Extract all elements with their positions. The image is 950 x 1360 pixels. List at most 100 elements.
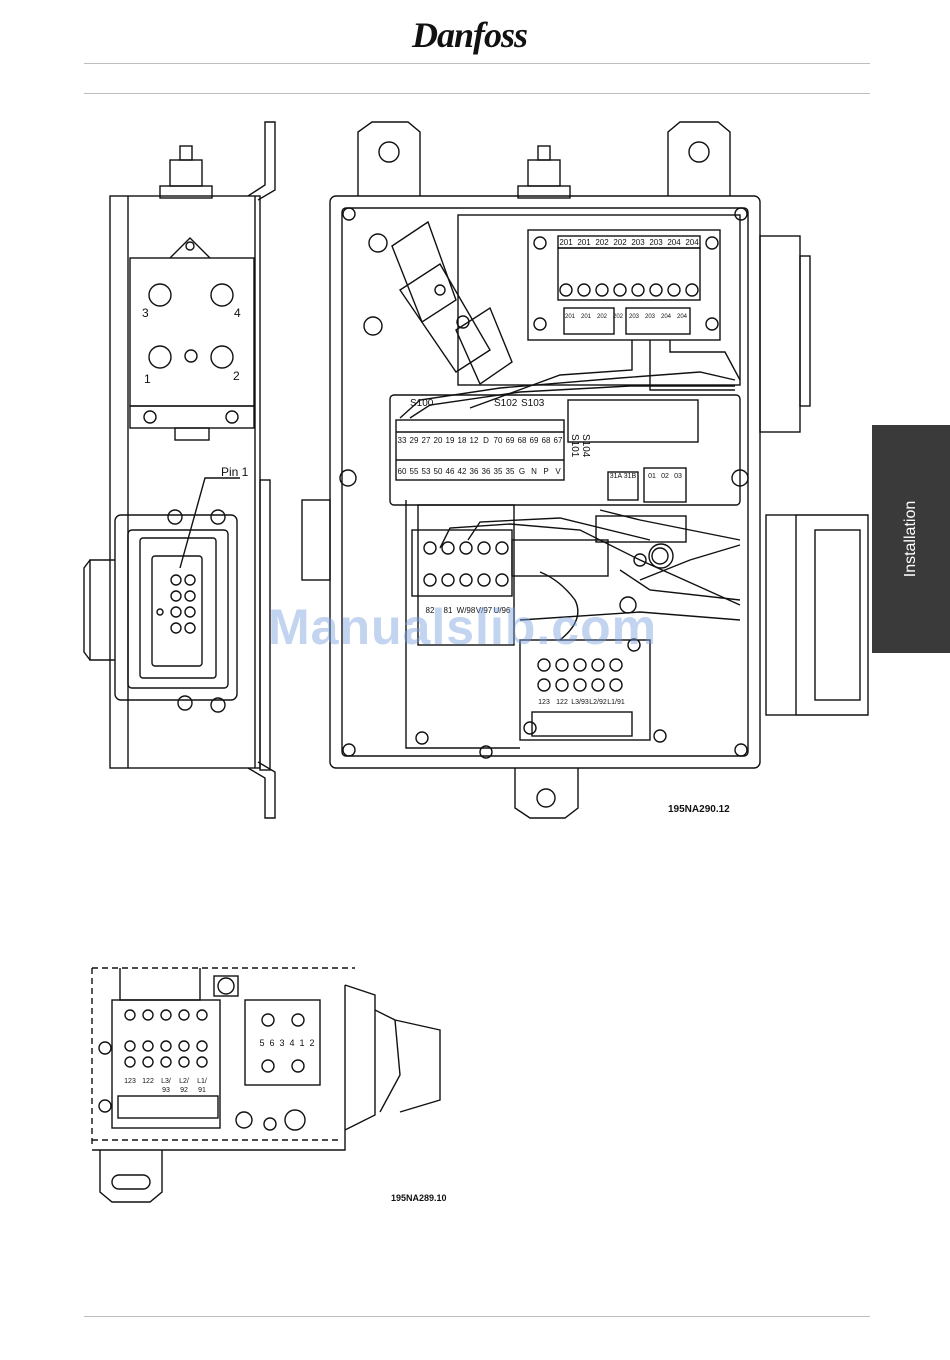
upper-terminal-small-labels: 201 201 202 202 203 203 204 204 <box>565 314 688 320</box>
control-terminal-label: 20 <box>434 436 443 445</box>
terminal-label: 201 <box>577 238 591 247</box>
switch-label-s104: S104 <box>580 434 591 458</box>
footer-divider <box>84 1316 870 1317</box>
mains-terminal-label: 123 <box>538 699 550 706</box>
control-terminal-label: 36 <box>470 467 479 476</box>
connector-label-2: 2 <box>233 369 240 383</box>
relay-terminal-label: 03 <box>674 473 682 480</box>
switch-label: 3 <box>279 1038 284 1048</box>
control-terminal-label: P <box>543 467 548 476</box>
control-terminal-label: 18 <box>458 436 467 445</box>
mains-terminal-label: L1/91 <box>607 699 625 706</box>
control-terminal-label: 29 <box>410 436 419 445</box>
control-terminal-label: 36 <box>482 467 491 476</box>
switch-label-s103: S103 <box>521 398 545 409</box>
switch-label: 4 <box>289 1038 294 1048</box>
side-view-enclosure <box>83 121 276 819</box>
terminal-label: L3/ <box>161 1078 171 1085</box>
terminal-label: 203 <box>629 314 640 320</box>
switch-label: 6 <box>269 1038 274 1048</box>
switch-label: 5 <box>259 1038 264 1048</box>
control-terminal-label: N <box>531 467 537 476</box>
terminal-label: 204 <box>667 238 681 247</box>
pin-label: Pin 1 <box>221 465 249 479</box>
switch-label-s101: S101 <box>569 434 580 458</box>
mains-terminal-label: 122 <box>556 699 568 706</box>
upper-terminal-block <box>557 235 701 335</box>
motor-terminal-screws <box>423 541 623 692</box>
connector-label-4: 4 <box>234 306 241 320</box>
control-terminal-label: 46 <box>446 467 455 476</box>
watermark: Manualslib.com <box>268 599 658 655</box>
control-terminal-label: 12 <box>470 436 479 445</box>
terminal-label: 204 <box>685 238 699 247</box>
control-terminal-label: 42 <box>458 467 467 476</box>
control-terminal-label: 35 <box>494 467 503 476</box>
control-terminal-label: 35 <box>506 467 515 476</box>
front-view-enclosure <box>301 121 869 819</box>
control-terminal-label: 27 <box>422 436 431 445</box>
terminal-label: 122 <box>142 1078 154 1085</box>
motor-terminal-label: 82 <box>426 606 435 615</box>
control-terminal-label: 53 <box>422 467 431 476</box>
control-terminal-label: 50 <box>434 467 443 476</box>
motor-terminal-label: W/98 <box>457 606 476 615</box>
control-terminal-label: 68 <box>542 436 551 445</box>
terminal-label: 202 <box>597 314 608 320</box>
connector-label-3: 3 <box>142 306 149 320</box>
bottom-terminal-labels-bottom: 93 92 91 <box>162 1087 206 1094</box>
mains-terminal-label: L2/92 <box>589 699 607 706</box>
terminal-label: L2/ <box>179 1078 189 1085</box>
motor-terminal-label: V/97 <box>476 606 493 615</box>
relay-terminal-label: 02 <box>661 473 669 480</box>
switch-label-s100: S100 <box>410 398 434 409</box>
control-terminal-label: G <box>519 467 525 476</box>
relay-terminal-labels-2: 01 02 03 <box>648 473 682 480</box>
figure-code-top: 195NA290.12 <box>668 804 730 815</box>
terminal-label: 203 <box>649 238 663 247</box>
switch-label-s102: S102 <box>494 398 518 409</box>
terminal-label: 201 <box>565 314 576 320</box>
connector-label-1: 1 <box>144 372 151 386</box>
terminal-label: 201 <box>581 314 592 320</box>
control-terminal-label: V <box>555 467 561 476</box>
terminal-label: 204 <box>661 314 672 320</box>
terminal-label: 202 <box>613 314 624 320</box>
section-tab[interactable]: Installation <box>872 425 950 653</box>
header-divider-top <box>84 63 870 64</box>
switch-label: 2 <box>309 1038 314 1048</box>
relay-terminal-label: 31A <box>610 473 623 480</box>
terminal-label: 204 <box>677 314 688 320</box>
terminal-label: 203 <box>631 238 645 247</box>
control-terminal-label: 19 <box>446 436 455 445</box>
terminal-label: 93 <box>162 1087 170 1094</box>
motor-terminal-label: U/96 <box>494 606 511 615</box>
terminal-label: 202 <box>595 238 609 247</box>
terminal-label: 202 <box>613 238 627 247</box>
control-terminal-label: 69 <box>530 436 539 445</box>
control-terminal-label: 68 <box>518 436 527 445</box>
terminal-label: 92 <box>180 1087 188 1094</box>
control-terminal-label: 33 <box>398 436 407 445</box>
terminal-label: 91 <box>198 1087 206 1094</box>
terminal-label: 203 <box>645 314 656 320</box>
control-terminal-label: D <box>483 436 489 445</box>
danfoss-logo: Danfoss <box>412 15 528 55</box>
upper-terminal-screws <box>559 283 699 297</box>
figure-code-bottom: 195NA289.10 <box>391 1193 447 1203</box>
control-terminal-grid <box>396 431 564 461</box>
relay-terminal-label: 01 <box>648 473 656 480</box>
header-divider-bottom <box>84 93 870 94</box>
control-terminal-label: 60 <box>398 467 407 476</box>
control-terminal-label: 67 <box>554 436 563 445</box>
switch-label: 1 <box>299 1038 304 1048</box>
partial-view <box>91 967 355 1145</box>
